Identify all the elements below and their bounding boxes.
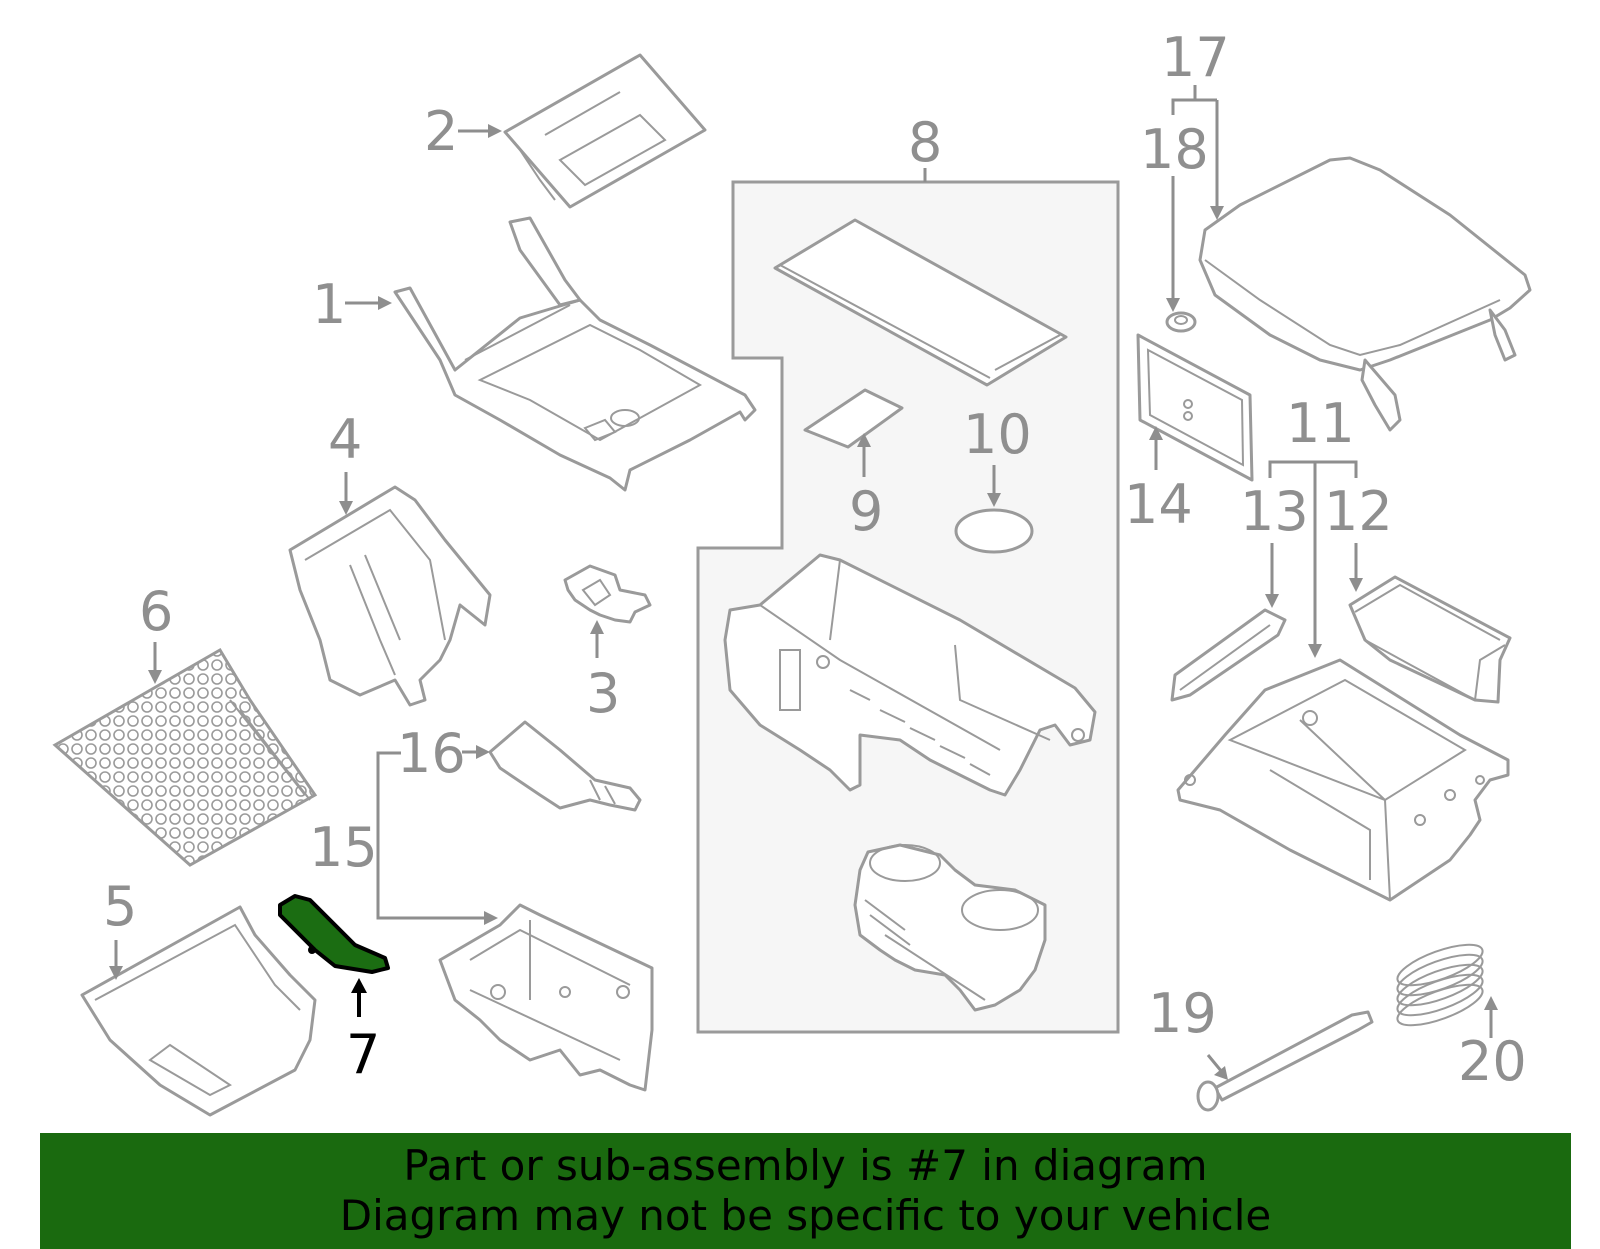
label-10: 10 (963, 403, 1032, 466)
part-1-console-panel (345, 216, 757, 492)
part-7-trim-highlighted (278, 894, 390, 1017)
part-20-spring (1396, 943, 1498, 1038)
part-8-lid-panel (773, 218, 1068, 387)
label-19: 19 (1148, 982, 1217, 1045)
banner-line-1: Part or sub-assembly is #7 in diagram (403, 1141, 1208, 1190)
label-5: 5 (103, 875, 137, 938)
label-1: 1 (312, 273, 346, 336)
part-8-cup-holder (853, 843, 1047, 1012)
part-14-panel (1136, 333, 1254, 482)
label-17: 17 (1161, 26, 1230, 89)
part-8-console-body (723, 553, 1097, 797)
part-6-mat (52, 642, 318, 867)
part-18-nut (1165, 176, 1197, 333)
label-16: 16 (397, 722, 466, 785)
part-15-tray (376, 751, 654, 1092)
parts-diagram: 1 2 3 4 5 6 7 8 9 10 11 12 13 14 15 16 1… (52, 26, 1532, 1117)
part-12-bin (1348, 543, 1512, 704)
label-12: 12 (1324, 480, 1393, 543)
label-6: 6 (139, 580, 173, 643)
part-3-clip (563, 564, 652, 658)
label-7-highlighted: 7 (346, 1023, 380, 1086)
part-10-round-mat (954, 465, 1034, 554)
part-13-trim-strip (1170, 543, 1287, 702)
label-20: 20 (1458, 1030, 1527, 1093)
part-2-shifter-bezel (458, 53, 707, 209)
label-3: 3 (586, 662, 620, 725)
part-9-pad (803, 388, 904, 477)
banner-line-2: Diagram may not be specific to your vehi… (339, 1191, 1272, 1240)
part-16-trim-strip (462, 720, 642, 812)
label-9: 9 (849, 480, 883, 543)
part-4-bracket (288, 472, 492, 707)
part-11-12-13-bracket-lead (1268, 460, 1358, 658)
part-5-side-cover (80, 905, 317, 1117)
label-14: 14 (1124, 473, 1193, 536)
label-4: 4 (328, 408, 362, 471)
label-15: 15 (309, 816, 378, 879)
part-17-armrest-lid (1198, 100, 1532, 432)
label-18: 18 (1140, 118, 1209, 181)
part-17-18-bracket-lead (1171, 85, 1217, 115)
label-8: 8 (908, 111, 942, 174)
label-11: 11 (1286, 392, 1355, 455)
label-13: 13 (1240, 480, 1309, 543)
label-2: 2 (424, 100, 458, 163)
part-11-armrest-base (1176, 658, 1510, 902)
info-banner: Part or sub-assembly is #7 in diagram Di… (40, 1133, 1571, 1249)
part-19-pin (1196, 1010, 1374, 1112)
